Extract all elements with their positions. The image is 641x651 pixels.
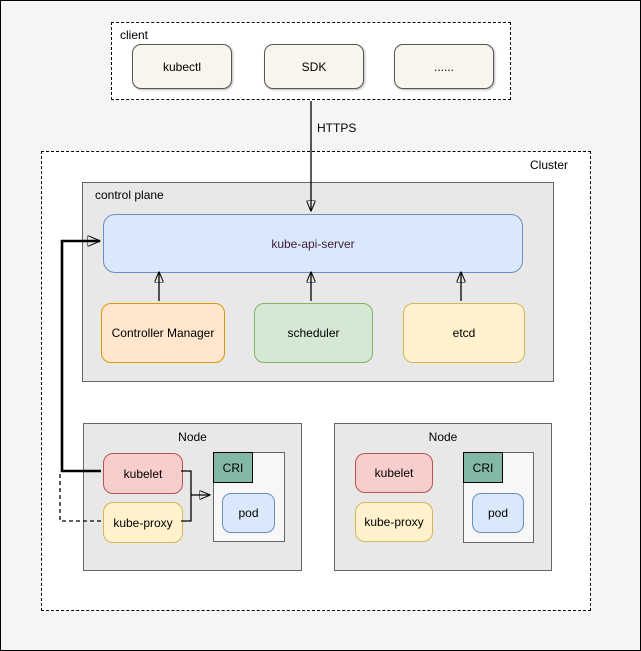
node-2-pod-box: pod bbox=[472, 493, 524, 533]
cluster-label: Cluster bbox=[529, 158, 568, 172]
sdk-label: SDK bbox=[301, 59, 327, 74]
node-2-cri-label: CRI bbox=[472, 460, 494, 475]
sdk-box: SDK bbox=[264, 44, 364, 89]
etcd-label: etcd bbox=[452, 326, 476, 340]
node-panel-2: Node kubelet kube-proxy CRI pod bbox=[334, 423, 552, 571]
node-panel-1: Node kubelet kube-proxy CRI pod bbox=[83, 423, 302, 571]
node-1-pod-label: pod bbox=[238, 506, 259, 520]
control-plane-label: control plane bbox=[95, 188, 164, 202]
other-clients-label: ...... bbox=[433, 59, 454, 74]
node-2-kubelet-label: kubelet bbox=[374, 466, 414, 480]
kubectl-label: kubectl bbox=[162, 59, 202, 74]
controller-manager-box: Controller Manager bbox=[101, 303, 225, 363]
other-clients-box: ...... bbox=[394, 44, 494, 89]
etcd-box: etcd bbox=[403, 303, 525, 363]
node-2-cri-box: CRI bbox=[463, 452, 503, 483]
node-1-cri-container: CRI pod bbox=[213, 452, 285, 542]
controller-manager-label: Controller Manager bbox=[111, 326, 215, 340]
node-1-cri-label: CRI bbox=[222, 460, 244, 475]
node-1-pod-box: pod bbox=[222, 493, 275, 533]
scheduler-box: scheduler bbox=[254, 303, 373, 363]
node-2-pod-label: pod bbox=[487, 506, 509, 520]
node-2-cri-container: CRI pod bbox=[463, 452, 534, 543]
kube-api-server-box: kube-api-server bbox=[103, 214, 523, 273]
node-2-label: Node bbox=[428, 430, 458, 444]
kube-api-server-label: kube-api-server bbox=[271, 236, 355, 251]
node-1-kubelet-box: kubelet bbox=[103, 453, 183, 494]
node-1-cri-box: CRI bbox=[213, 452, 253, 483]
node-2-kube-proxy-label: kube-proxy bbox=[364, 515, 424, 529]
client-group: client kubectl SDK ...... bbox=[111, 22, 511, 100]
node-2-kube-proxy-box: kube-proxy bbox=[355, 502, 433, 542]
control-plane-panel: control plane kube-api-server Controller… bbox=[82, 182, 554, 382]
kubectl-box: kubectl bbox=[132, 44, 232, 89]
node-1-kube-proxy-box: kube-proxy bbox=[103, 502, 183, 543]
client-label: client bbox=[120, 28, 149, 42]
scheduler-label: scheduler bbox=[287, 326, 340, 340]
https-label: HTTPS bbox=[317, 121, 357, 135]
cluster-group: Cluster control plane kube-api-server Co… bbox=[41, 151, 591, 611]
node-2-kubelet-box: kubelet bbox=[355, 453, 433, 493]
node-1-label: Node bbox=[178, 430, 207, 444]
node-1-kube-proxy-label: kube-proxy bbox=[113, 515, 173, 530]
node-1-kubelet-label: kubelet bbox=[123, 466, 163, 481]
